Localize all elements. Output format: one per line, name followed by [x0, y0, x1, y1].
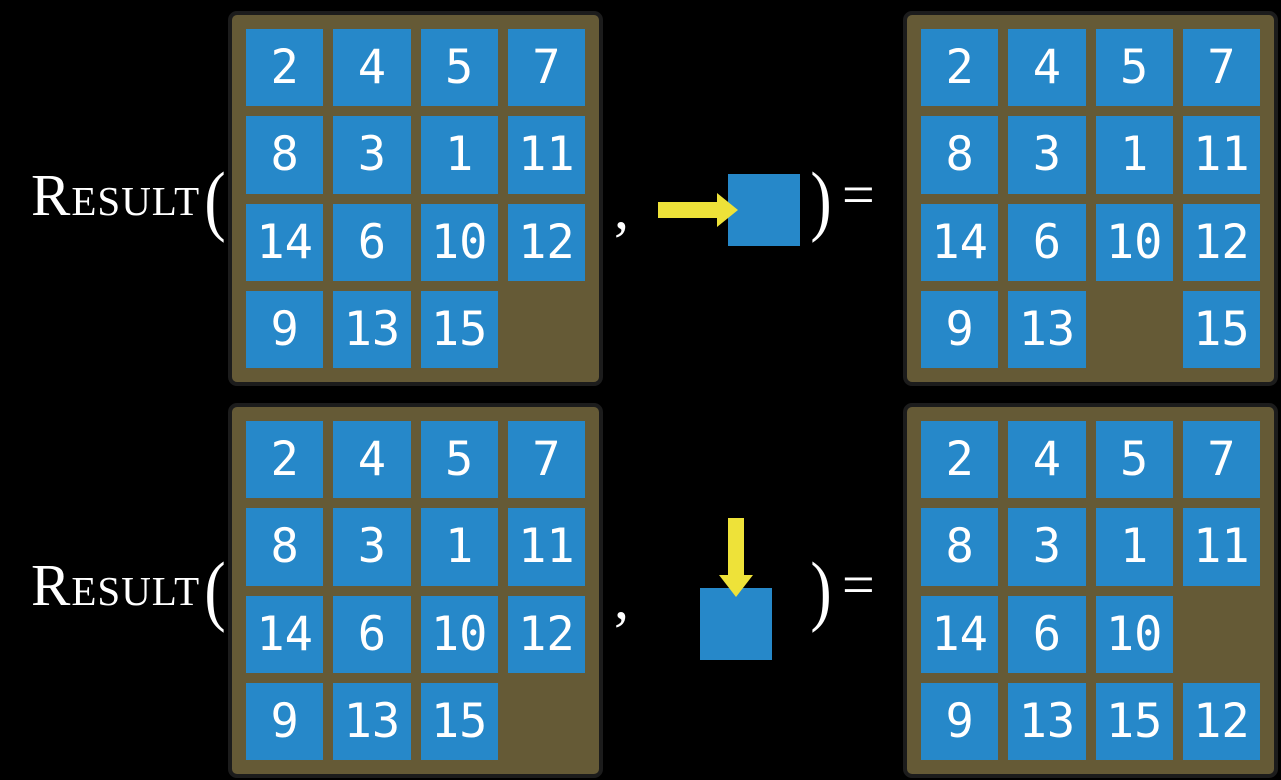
tile-10: 10 [420, 203, 498, 281]
tile-13: 13 [333, 290, 411, 368]
tile-9: 9 [246, 290, 324, 368]
tile-12: 12 [507, 203, 585, 281]
arrow-head [719, 575, 753, 597]
equals-sign: = [842, 552, 875, 617]
action-move-right [658, 174, 800, 246]
tile-6: 6 [1008, 203, 1086, 281]
tile-14: 14 [246, 595, 324, 673]
tile-10: 10 [1095, 595, 1173, 673]
arrow-shaft [658, 202, 718, 218]
tile-11: 11 [1182, 116, 1260, 194]
tile-10: 10 [1095, 203, 1173, 281]
function-name: Result [31, 161, 201, 228]
tile-7: 7 [507, 421, 585, 499]
tile-6: 6 [1008, 595, 1086, 673]
tile-13: 13 [333, 682, 411, 760]
tile-14: 14 [246, 203, 324, 281]
tile-8: 8 [246, 508, 324, 586]
tile-3: 3 [1008, 508, 1086, 586]
tile-3: 3 [1008, 116, 1086, 194]
function-name: Result [31, 551, 201, 618]
tile-12: 12 [1182, 203, 1260, 281]
tile-2: 2 [921, 29, 999, 107]
tile-15: 15 [1095, 682, 1173, 760]
tile-4: 4 [1008, 421, 1086, 499]
tile-3: 3 [333, 116, 411, 194]
tile-1: 1 [420, 508, 498, 586]
tile-5: 5 [1095, 421, 1173, 499]
empty-cell [508, 683, 585, 760]
tile-2: 2 [246, 421, 324, 499]
open-paren: ( [204, 156, 226, 243]
close-paren: ) [810, 546, 832, 633]
empty-cell [1183, 596, 1260, 673]
tile-11: 11 [507, 508, 585, 586]
tile-6: 6 [333, 595, 411, 673]
tile-14: 14 [921, 203, 999, 281]
arrow-shaft [728, 518, 744, 576]
tile-8: 8 [921, 116, 999, 194]
tile-1: 1 [1095, 508, 1173, 586]
tile-3: 3 [333, 508, 411, 586]
tile-11: 11 [507, 116, 585, 194]
action-move-down [700, 518, 772, 660]
tile-9: 9 [921, 682, 999, 760]
open-paren: ( [204, 546, 226, 633]
tile-9: 9 [246, 682, 324, 760]
tile-7: 7 [507, 29, 585, 107]
tile-4: 4 [333, 29, 411, 107]
tile-15: 15 [420, 290, 498, 368]
tile-9: 9 [921, 290, 999, 368]
comma: , [614, 565, 629, 631]
close-paren: ) [810, 156, 832, 243]
tile-6: 6 [333, 203, 411, 281]
tile-12: 12 [1182, 682, 1260, 760]
empty-cell [508, 291, 585, 368]
tile-4: 4 [333, 421, 411, 499]
tile-1: 1 [420, 116, 498, 194]
tile-13: 13 [1008, 290, 1086, 368]
tile-2: 2 [921, 421, 999, 499]
tile-5: 5 [1095, 29, 1173, 107]
tile-15: 15 [420, 682, 498, 760]
tile-12: 12 [507, 595, 585, 673]
tile-10: 10 [420, 595, 498, 673]
action-tile-square [728, 174, 800, 246]
tile-1: 1 [1095, 116, 1173, 194]
tile-7: 7 [1182, 29, 1260, 107]
action-tile-square [700, 588, 772, 660]
tile-5: 5 [420, 29, 498, 107]
arrow-head [717, 193, 738, 227]
comma: , [614, 175, 629, 241]
tile-8: 8 [246, 116, 324, 194]
tile-13: 13 [1008, 682, 1086, 760]
tile-4: 4 [1008, 29, 1086, 107]
equals-sign: = [842, 162, 875, 227]
tile-5: 5 [420, 421, 498, 499]
result-expression: Result( [31, 390, 228, 780]
empty-cell [1096, 291, 1173, 368]
tile-7: 7 [1182, 421, 1260, 499]
tile-14: 14 [921, 595, 999, 673]
result-expression: Result( [31, 0, 228, 390]
tile-8: 8 [921, 508, 999, 586]
tile-15: 15 [1182, 290, 1260, 368]
tile-11: 11 [1182, 508, 1260, 586]
tile-2: 2 [246, 29, 324, 107]
